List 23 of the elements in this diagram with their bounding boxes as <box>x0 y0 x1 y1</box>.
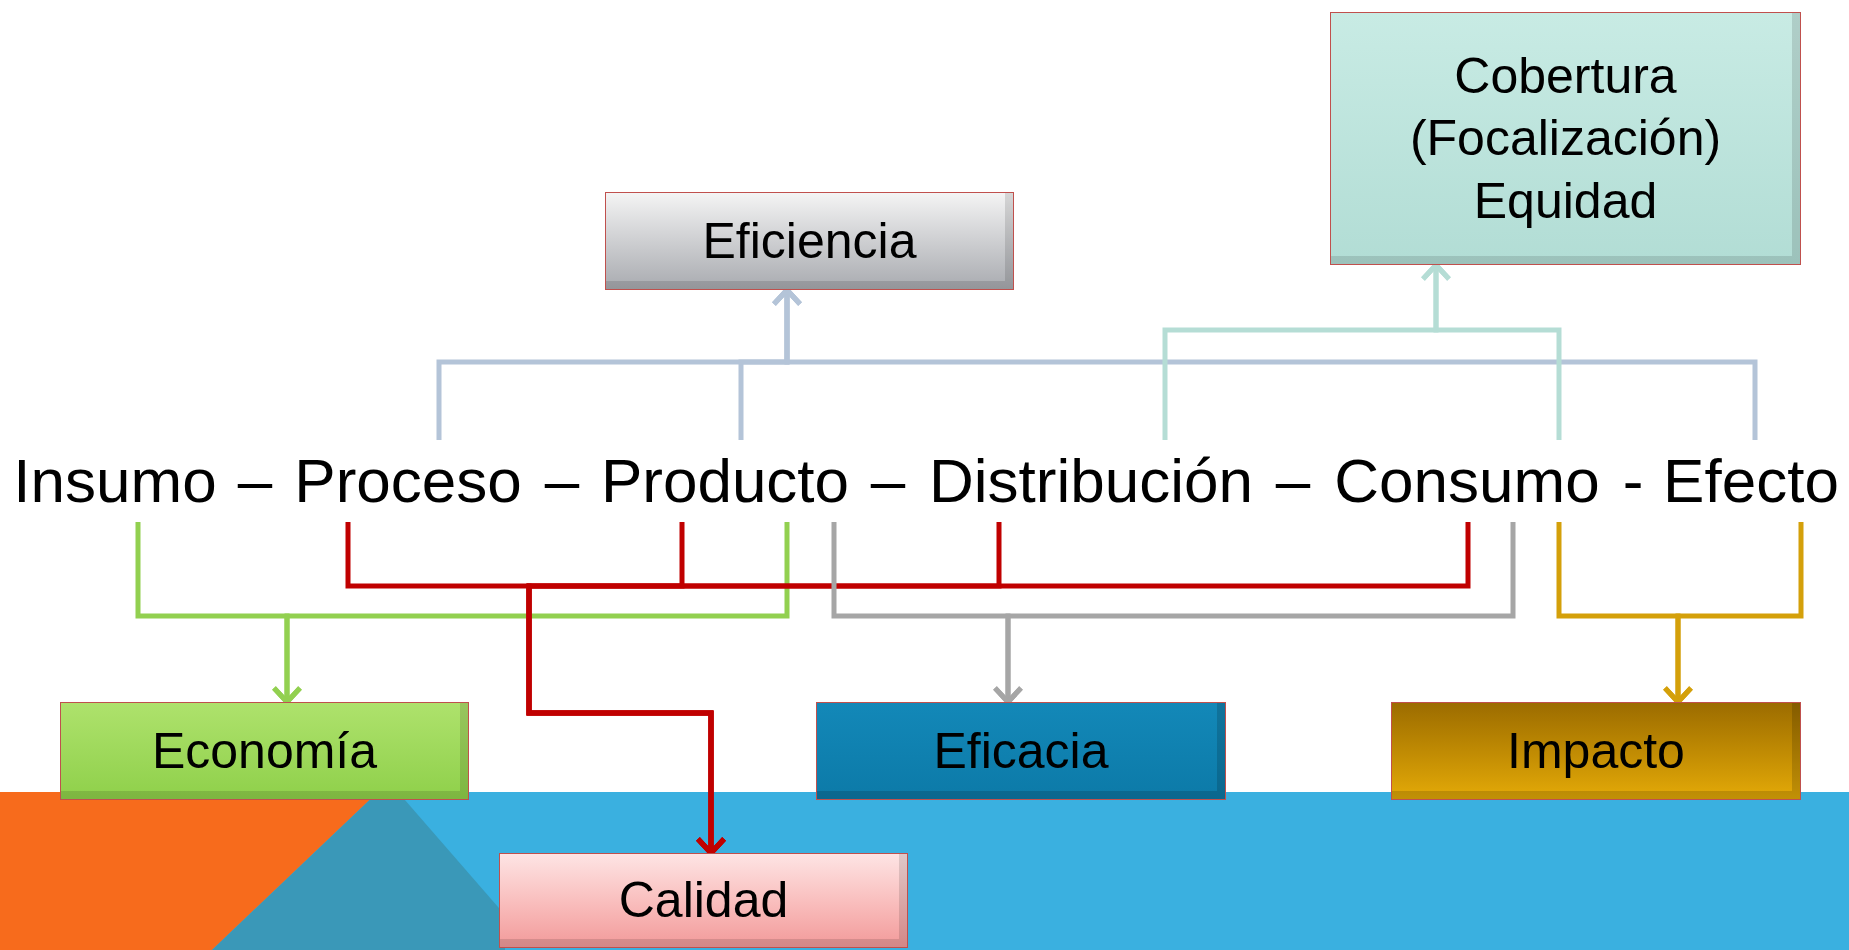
box-label: Economía <box>151 721 378 781</box>
outcome-box <box>1330 12 1801 265</box>
flow-term: Producto <box>600 440 850 522</box>
box-label: Eficiencia <box>702 211 917 271</box>
dash-separator: - <box>1622 445 1644 517</box>
flow-term: Proceso <box>294 440 522 522</box>
flow-term: Consumo <box>1334 440 1600 522</box>
outcome-box <box>605 192 1014 290</box>
outcome-box <box>1391 702 1801 800</box>
box-label: Eficacia <box>933 721 1109 781</box>
flow-term: Efecto <box>1663 440 1839 522</box>
outcome-box <box>499 853 908 948</box>
flow-term: Distribución <box>929 440 1253 522</box>
outcome-box <box>816 702 1226 800</box>
box-label: Calidad <box>618 871 789 931</box>
dash-separator: – <box>1275 445 1311 517</box>
dash-separator: – <box>870 445 906 517</box>
box-label: Cobertura (Focalización) Equidad <box>1408 46 1723 231</box>
dash-separator: – <box>237 445 273 517</box>
flow-term: Insumo <box>13 440 217 522</box>
outcome-box <box>60 702 469 800</box>
box-label: Impacto <box>1507 721 1685 781</box>
dash-separator: – <box>544 445 580 517</box>
